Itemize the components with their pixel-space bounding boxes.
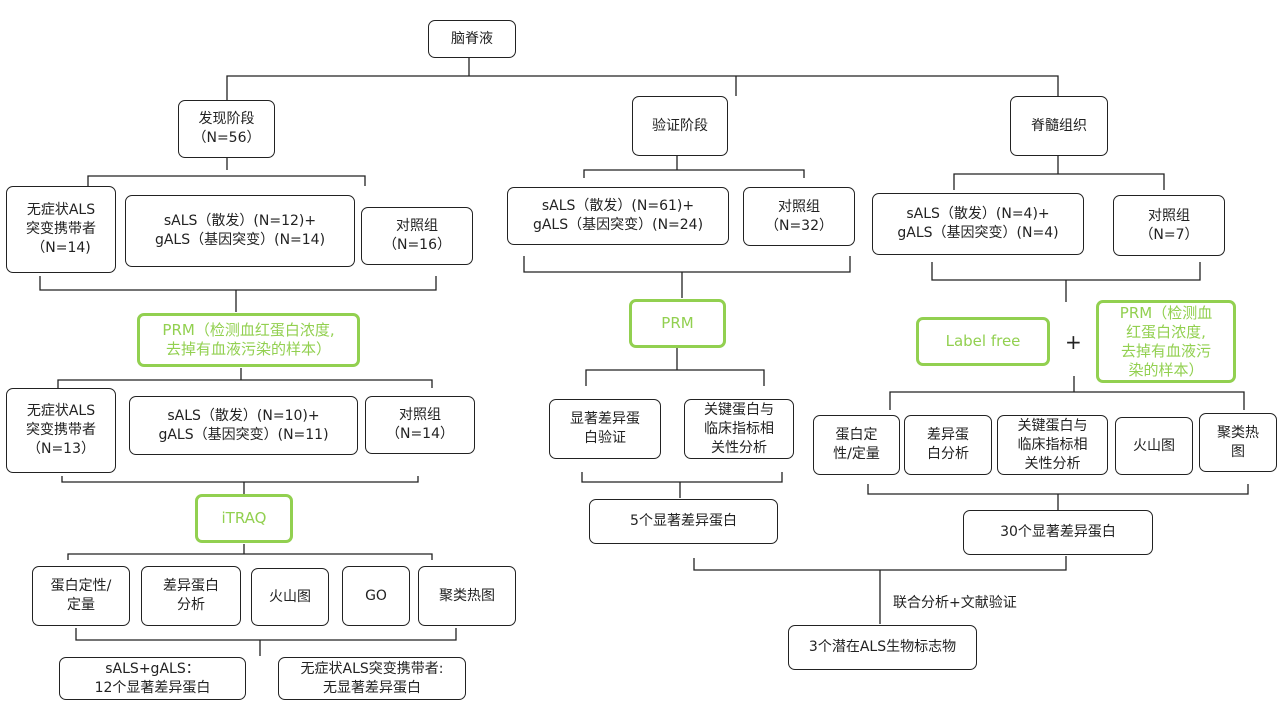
discovery-asymptomatic-group: 无症状ALS 突变携带者 （N=14) [6,186,116,273]
validation-analysis-correlation: 关键蛋白与 临床指标相 关性分析 [684,399,794,459]
discovery-control-group: 对照组 （N=16） [361,207,473,265]
root-label: 脑脊液 [451,30,493,47]
validation-result: 5个显著差异蛋白 [589,499,778,544]
spinal-result: 30个显著差异蛋白 [963,510,1153,555]
validation-prm-step: PRM [629,299,726,348]
validation-als-group: sALS（散发）(N=61)+ gALS（基因突变）(N=24) [507,187,729,245]
joint-analysis-label: 联合分析+文献验证 [893,595,1017,611]
spinal-analysis-diff: 差异蛋 白分析 [904,415,992,475]
discovery-analysis-volcano: 火山图 [251,568,329,626]
spinal-analysis-heatmap: 聚类热 图 [1199,413,1277,472]
spinal-analysis-correlation: 关键蛋白与 临床指标相 关性分析 [997,415,1108,475]
discovery-result-asymptomatic: 无症状ALS突变携带者: 无显著差异蛋白 [278,657,466,700]
discovery-analysis-quant: 蛋白定性/ 定量 [32,566,130,626]
discovery-analysis-go: GO [342,566,410,626]
spinal-als-group: sALS（散发）(N=4)+ gALS（基因突变）(N=4) [872,193,1084,255]
discovery-als-group: sALS（散发）(N=12)+ gALS（基因突变）(N=14) [125,195,355,267]
discovery-prm-step: PRM（检测血红蛋白浓度, 去掉有血液污染的样本） [137,313,360,367]
discovery-control-group-filtered: 对照组 （N=14） [365,396,475,454]
discovery-analysis-diff: 差异蛋白 分析 [141,566,241,626]
discovery-result-als: sALS+gALS： 12个显著差异蛋白 [59,657,246,700]
discovery-itraq-step: iTRAQ [195,494,293,543]
plus-sign: + [1065,330,1082,354]
spinal-tissue-node: 脊髓组织 [1010,96,1108,156]
spinal-labelfree-step: Label free [916,317,1050,366]
discovery-stage-node: 发现阶段 （N=56） [178,100,275,158]
spinal-analysis-volcano: 火山图 [1115,417,1193,475]
discovery-asymptomatic-group-filtered: 无症状ALS 突变携带者 （N=13） [6,388,116,473]
validation-control-group: 对照组 （N=32） [743,187,855,246]
root-node-csf: 脑脊液 [428,20,516,58]
validation-analysis-verify: 显著差异蛋 白验证 [549,399,661,459]
validation-stage-node: 验证阶段 [632,96,728,156]
discovery-analysis-heatmap: 聚类热图 [418,566,516,626]
final-biomarkers: 3个潜在ALS生物标志物 [788,625,977,670]
spinal-prm-step: PRM（检测血 红蛋白浓度, 去掉有血液污 染的样本） [1096,300,1236,383]
discovery-als-group-filtered: sALS（散发）(N=10)+ gALS（基因突变）(N=11) [129,396,358,455]
spinal-control-group: 对照组 （N=7） [1113,195,1225,256]
spinal-analysis-quant: 蛋白定 性/定量 [813,415,900,475]
